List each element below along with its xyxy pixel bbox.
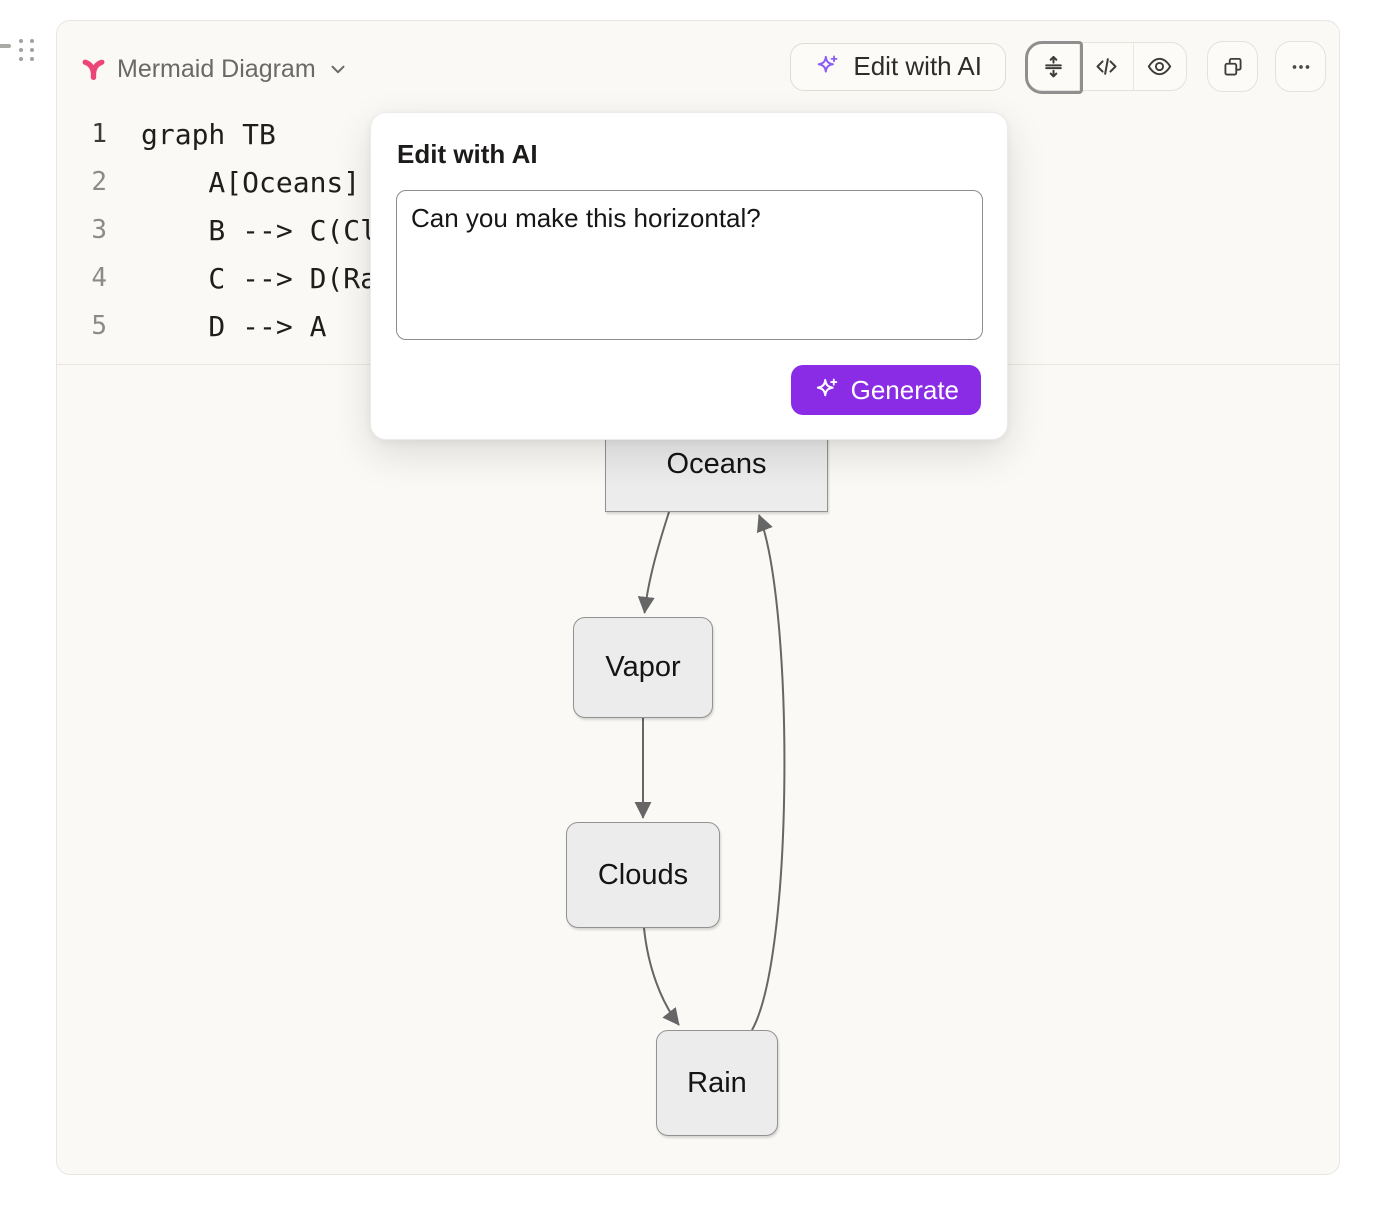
- popup-title: Edit with AI: [397, 139, 538, 169]
- node-label: Clouds: [597, 858, 689, 891]
- toolbar: Edit with AI: [790, 41, 1326, 94]
- node-label: Rain: [687, 1066, 747, 1099]
- line-number: 1: [91, 119, 107, 149]
- edge-clouds-rain: [643, 927, 680, 1026]
- code-icon: [1096, 58, 1117, 75]
- diagram-canvas: Oceans Vapor Clouds Rain: [57, 365, 1339, 1174]
- more-options-button[interactable]: [1275, 41, 1326, 92]
- code-text: D --> A: [141, 309, 327, 343]
- line-number: 4: [91, 263, 107, 293]
- edit-with-ai-label: Edit with AI: [853, 51, 982, 81]
- collapse-dash-icon[interactable]: [0, 44, 11, 48]
- ai-prompt-input[interactable]: Can you make this horizontal?: [396, 190, 983, 340]
- edge-oceans-vapor: [637, 511, 670, 614]
- line-number: 5: [91, 311, 107, 341]
- line-number: 2: [91, 167, 107, 197]
- edit-with-ai-button[interactable]: Edit with AI: [790, 42, 1006, 91]
- preview-button[interactable]: [1132, 43, 1186, 90]
- split-view-icon: [1044, 55, 1062, 78]
- copy-button[interactable]: [1207, 41, 1258, 92]
- node-label: Vapor: [605, 651, 681, 683]
- diagram-title-dropdown[interactable]: Mermaid Diagram: [81, 52, 349, 86]
- code-text: A[Oceans] -: [141, 165, 394, 199]
- chevron-down-icon: [331, 65, 345, 74]
- generate-label: Generate: [850, 374, 959, 405]
- diagram-node-rain: Rain: [656, 1030, 778, 1136]
- eye-icon: [1147, 57, 1172, 76]
- line-number: 3: [91, 215, 107, 245]
- mermaid-logo-icon: [82, 59, 105, 80]
- diagram-node-vapor: Vapor: [573, 617, 713, 718]
- sparkle-icon: [818, 55, 838, 73]
- code-line[interactable]: 1 graph TB: [91, 110, 1319, 158]
- generate-button[interactable]: Generate: [790, 365, 981, 415]
- code-line[interactable]: 4 C --> D(Ra: [91, 254, 1319, 302]
- code-text: B --> C(Cl: [141, 213, 378, 247]
- code-text: graph TB: [141, 117, 276, 151]
- diagram-edges: [634, 511, 786, 1031]
- split-view-button[interactable]: [1027, 43, 1079, 90]
- code-line[interactable]: 3 B --> C(Cl: [91, 206, 1319, 254]
- diagram-node-clouds: Clouds: [566, 822, 720, 928]
- page-title: Mermaid Diagram: [117, 54, 316, 83]
- node-label: Oceans: [666, 447, 767, 480]
- code-view-button[interactable]: [1079, 43, 1132, 90]
- copy-icon: [1223, 57, 1242, 76]
- edit-ai-popup: Edit with AI Can you make this horizonta…: [370, 112, 1008, 440]
- code-line[interactable]: 5 D --> A: [91, 302, 1319, 350]
- sparkle-icon: [816, 378, 837, 397]
- view-mode-segmented-control: [1025, 41, 1187, 94]
- code-text: C --> D(Ra: [141, 261, 378, 295]
- ellipsis-icon: [1292, 64, 1309, 69]
- drag-handle-icon[interactable]: [19, 39, 34, 61]
- edge-rain-oceans: [751, 514, 786, 1031]
